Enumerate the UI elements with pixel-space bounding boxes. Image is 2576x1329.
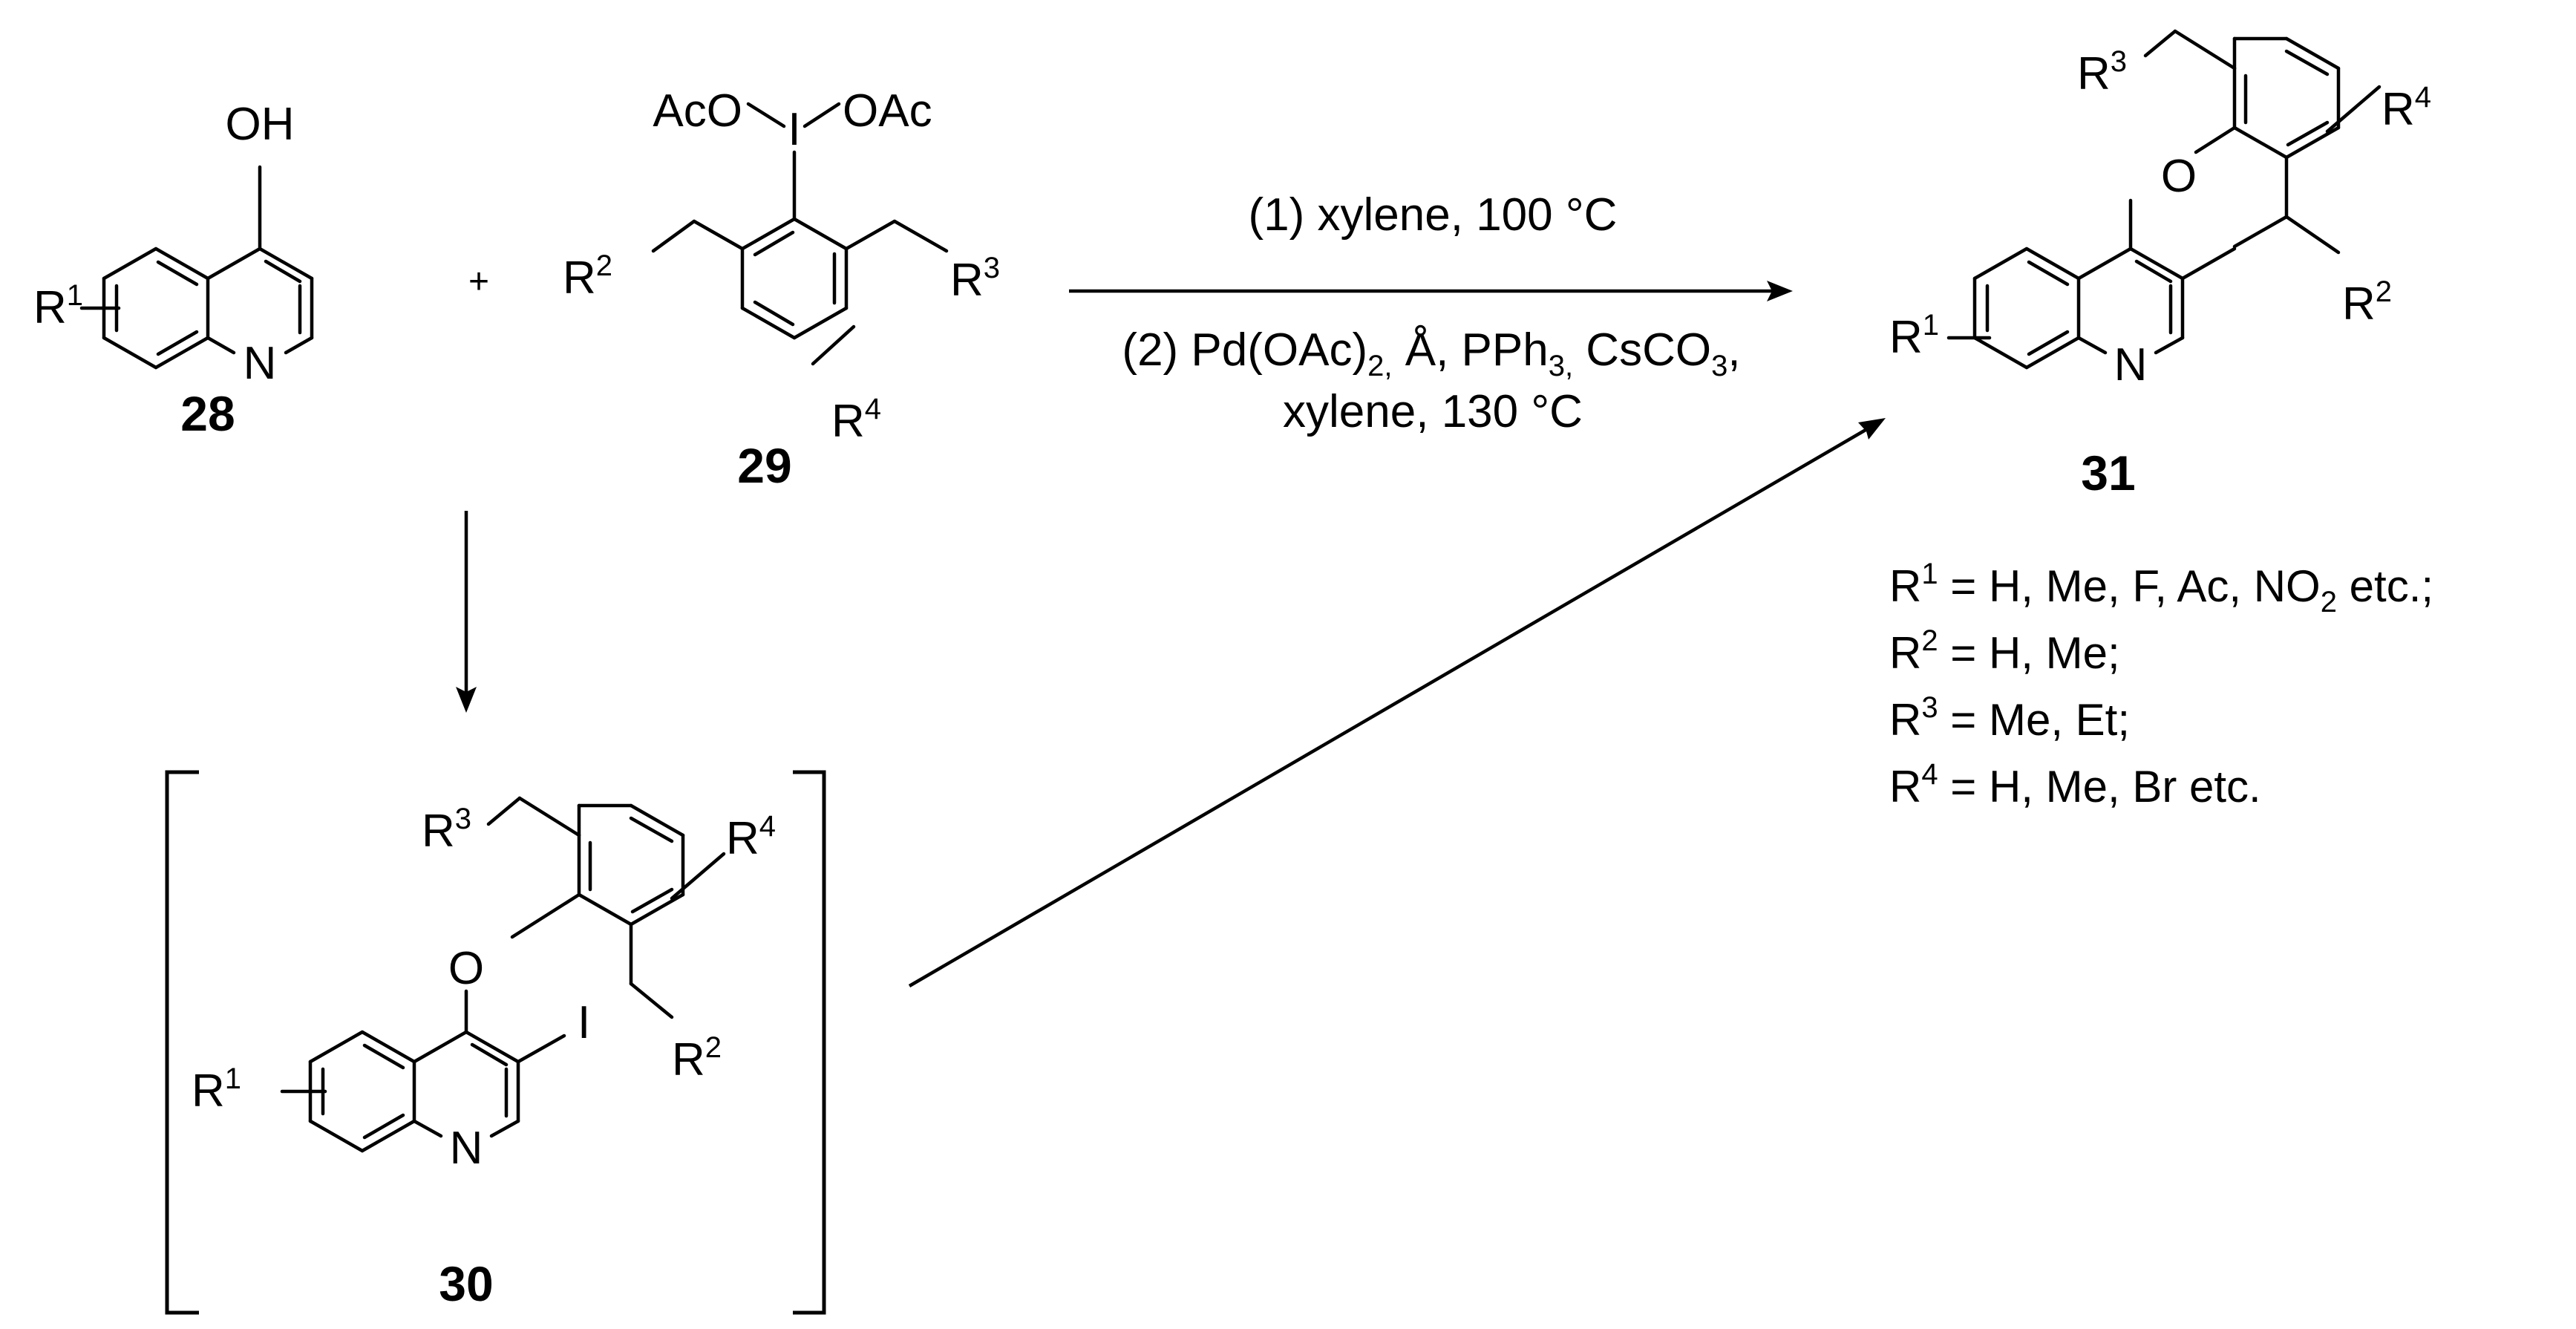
r3-label: R3	[950, 252, 1000, 306]
r2-label: R2	[563, 249, 612, 304]
r3-label: R3	[422, 803, 471, 857]
r2-label: R2	[2342, 275, 2392, 330]
compound-31: O N R3 R4 R2 R1 31	[1889, 29, 2431, 500]
diagonal-arrow	[908, 418, 1886, 987]
acetoxy-left-label: AcO	[653, 85, 742, 137]
substituent-definitions: R1 = H, Me, F, Ac, NO2 etc.; R2 = H, Me;…	[1889, 558, 2433, 812]
compound-29: I AcO OAc R2 R3 R4 29	[563, 85, 1000, 493]
right-bracket	[793, 770, 826, 1315]
compound-28-bonds	[79, 165, 314, 370]
condition-step-2-solvent: xylene, 130 °C	[1283, 386, 1583, 437]
r4-label: R4	[2382, 81, 2431, 135]
hydroxy-label: OH	[226, 99, 295, 150]
compound-30: O I N R3 R4 R2 R1 30	[165, 770, 826, 1315]
compound-label-29: 29	[737, 438, 791, 493]
substituent-r2: R2 = H, Me;	[1889, 624, 2120, 678]
plus-sign: +	[468, 262, 489, 301]
acetoxy-right-label: OAc	[843, 85, 932, 137]
compound-31-bonds	[1946, 29, 2382, 370]
r1-label: R1	[1889, 309, 1939, 363]
substituent-r3: R3 = Me, Et;	[1889, 691, 2130, 745]
down-arrow	[456, 511, 477, 713]
pyran-oxygen-label: O	[2161, 151, 2197, 202]
substituent-r1: R1 = H, Me, F, Ac, NO2 etc.;	[1889, 558, 2433, 618]
r1-label: R1	[192, 1062, 241, 1117]
r4-label: R4	[726, 810, 776, 864]
left-bracket	[165, 770, 199, 1315]
reaction-conditions: (1) xylene, 100 °C (2) Pd(OAc)2, Å, PPh3…	[1122, 189, 1740, 437]
nitrogen-label: N	[243, 338, 277, 389]
compound-label-30: 30	[439, 1256, 493, 1311]
r3-label: R3	[2077, 45, 2127, 99]
iodine-label: I	[788, 104, 800, 155]
iodine-label: I	[578, 997, 590, 1048]
ether-oxygen-label: O	[448, 943, 484, 994]
compound-label-28: 28	[180, 386, 235, 441]
r1-label: R1	[33, 279, 83, 333]
compound-28: OH N R1 28	[33, 99, 314, 441]
substituent-r4: R4 = H, Me, Br etc.	[1889, 758, 2261, 812]
r2-label: R2	[672, 1031, 722, 1085]
nitrogen-label: N	[2114, 339, 2148, 391]
condition-step-2: (2) Pd(OAc)2, Å, PPh3, CsCO3,	[1122, 324, 1740, 382]
compound-30-bonds	[280, 796, 726, 1153]
main-reaction-arrow	[1069, 281, 1793, 301]
r4-label: R4	[831, 393, 881, 447]
compound-29-bonds	[651, 102, 949, 366]
nitrogen-label: N	[450, 1123, 483, 1174]
condition-step-1: (1) xylene, 100 °C	[1249, 189, 1618, 241]
compound-label-31: 31	[2081, 445, 2135, 500]
